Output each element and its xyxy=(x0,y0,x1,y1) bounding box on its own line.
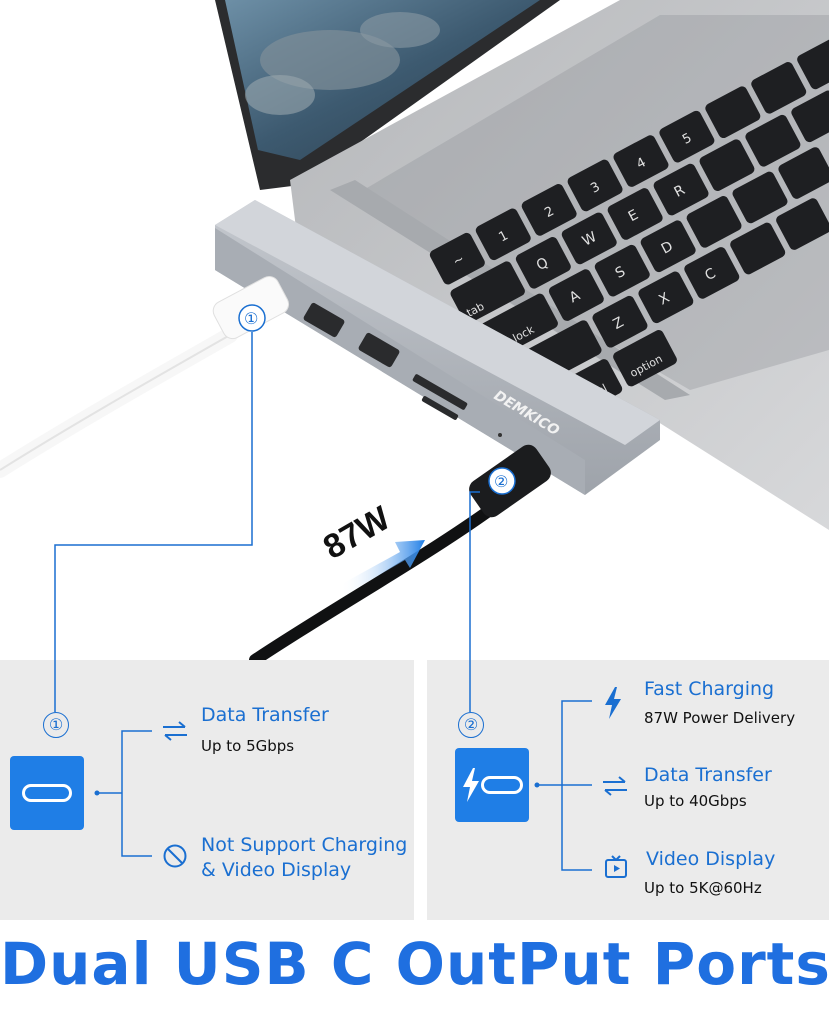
arrows-exchange-icon xyxy=(163,721,187,741)
port-1-feature-1-title: Data Transfer xyxy=(201,704,329,726)
power-arrow xyxy=(340,540,425,595)
product-photo: ~ 1 2 3 4 5 tab Q W E R xyxy=(0,0,829,660)
usb-hub: DEMKICO xyxy=(215,200,660,495)
laptop-screen xyxy=(215,0,560,190)
callout-2-label: ② xyxy=(494,472,508,491)
port-2-number: ② xyxy=(458,712,484,738)
keyboard: ~ 1 2 3 4 5 tab Q W E R xyxy=(429,37,829,440)
key-w-label: W xyxy=(580,229,600,250)
power-label: 87W xyxy=(317,499,397,567)
port-2-feature-1-title: Fast Charging xyxy=(644,678,775,700)
port-1-number: ① xyxy=(43,712,69,738)
lightning-icon xyxy=(463,768,479,802)
port-2-feature-3-subtitle: Up to 5K@60Hz xyxy=(644,879,762,897)
port-1-feature-2-subtitle: & Video Display xyxy=(201,859,352,881)
port-2-feature-2-title: Data Transfer xyxy=(644,764,772,786)
lightning-icon xyxy=(605,687,621,719)
display-play-icon xyxy=(605,855,627,878)
callout-2-marker xyxy=(488,467,516,495)
port-2-connector-lines xyxy=(469,660,592,871)
prohibited-icon xyxy=(163,844,187,868)
thunderbolt-usb-c-port-icon xyxy=(455,748,529,822)
callout-1-marker xyxy=(238,304,266,332)
port-1-feature-2-title: Not Support Charging xyxy=(201,834,408,856)
port-2-feature-1-subtitle: 87W Power Delivery xyxy=(644,709,796,727)
callout-lines xyxy=(54,332,480,660)
port-1-connector-lines xyxy=(54,660,152,857)
port-2-feature-2-subtitle: Up to 40Gbps xyxy=(644,792,747,810)
port-2-feature-3-title: Video Display xyxy=(646,848,776,870)
headline: Dual USB C OutPut Ports xyxy=(0,930,829,998)
white-usb-c-cable xyxy=(0,275,290,478)
port-1-feature-1-subtitle: Up to 5Gbps xyxy=(201,737,295,755)
arrows-exchange-icon xyxy=(603,776,627,796)
callout-1-label: ① xyxy=(244,309,258,328)
usb-c-port-icon xyxy=(10,756,84,830)
